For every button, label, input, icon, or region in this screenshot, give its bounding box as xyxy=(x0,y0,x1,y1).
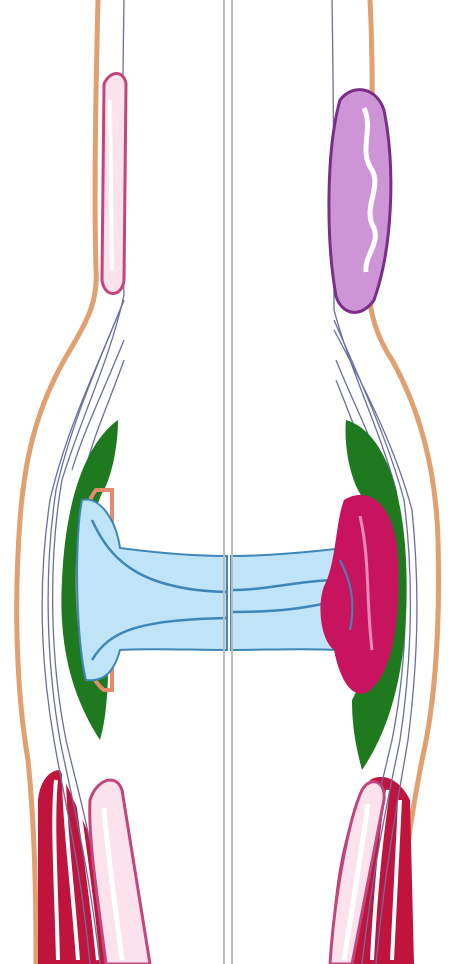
inflamed-pannus-right xyxy=(320,495,398,694)
midline-divider xyxy=(224,0,232,964)
healthy-bursa-left xyxy=(102,74,126,294)
left-healthy-side xyxy=(17,0,150,964)
right-inflamed-side xyxy=(320,0,438,964)
joint-cavity xyxy=(77,500,362,690)
inflamed-bursa-right xyxy=(329,90,391,313)
